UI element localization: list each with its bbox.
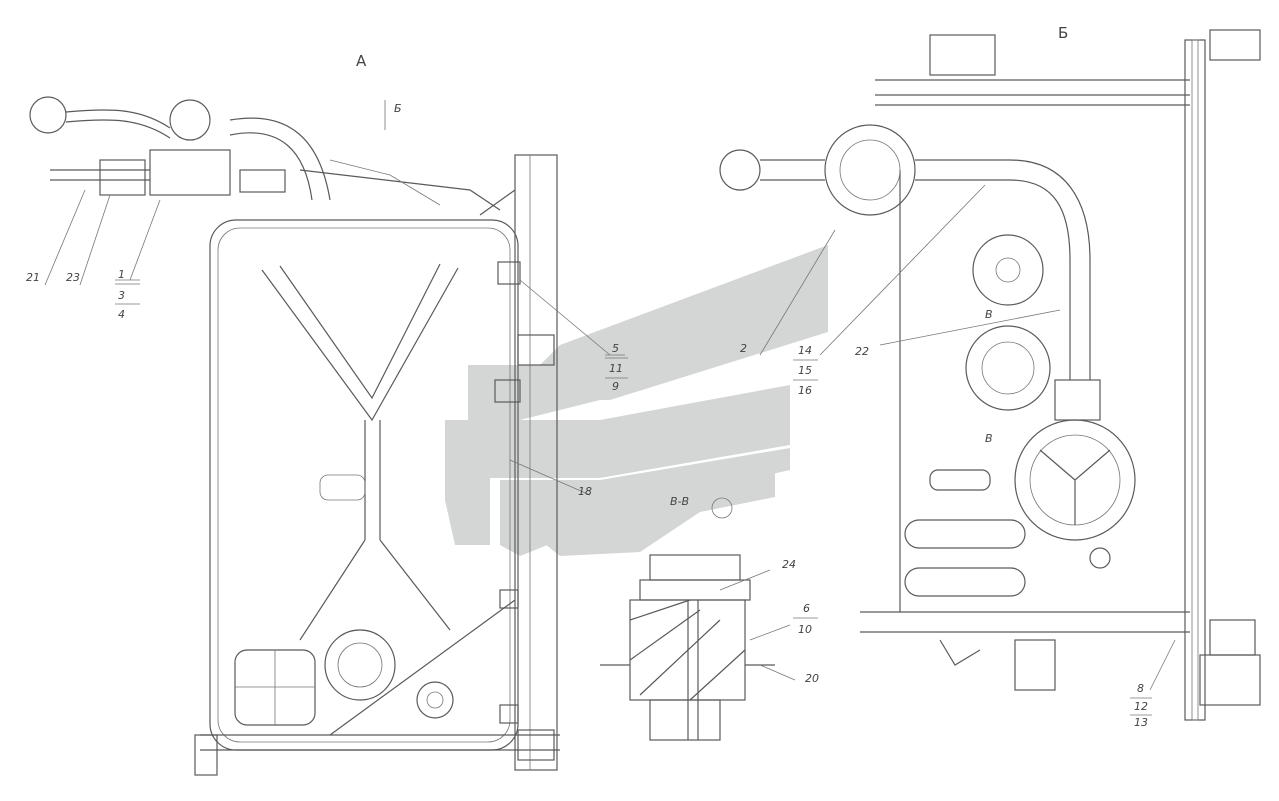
callout-5: 5 [612, 342, 619, 355]
callout-15: 15 [798, 364, 812, 377]
callout-22: 22 [855, 345, 869, 358]
watermark-logo [445, 245, 828, 556]
callout-4: 4 [118, 308, 125, 321]
callout-14: 14 [798, 344, 812, 357]
callout-11: 11 [609, 362, 623, 375]
view-b-assembly [719, 29, 1261, 721]
section-marker-bottom: В [985, 432, 993, 445]
section-vv [600, 497, 796, 741]
view-b-label: Б [1058, 24, 1068, 42]
callout-1: 1 [118, 268, 125, 281]
callout-3: 3 [118, 289, 125, 302]
callout-24: 24 [782, 558, 796, 571]
callout-separators [115, 283, 1152, 716]
callout-2: 2 [740, 342, 747, 355]
callout-16: 16 [798, 384, 812, 397]
callout-9: 9 [612, 380, 619, 393]
section-vv-label: В-В [670, 495, 689, 508]
callout-18: 18 [578, 485, 592, 498]
view-a-assembly [29, 96, 625, 776]
callout-10: 10 [798, 623, 812, 636]
view-a-label: А [356, 52, 367, 70]
view-b-marker: Б [394, 102, 402, 115]
callout-8: 8 [1137, 682, 1144, 695]
callout-12: 12 [1134, 700, 1148, 713]
callout-23: 23 [66, 271, 80, 284]
callout-20: 20 [805, 672, 819, 685]
section-marker-top: В [985, 308, 993, 321]
callout-21: 21 [26, 271, 40, 284]
callout-6: 6 [803, 602, 810, 615]
callout-13: 13 [1134, 716, 1148, 729]
